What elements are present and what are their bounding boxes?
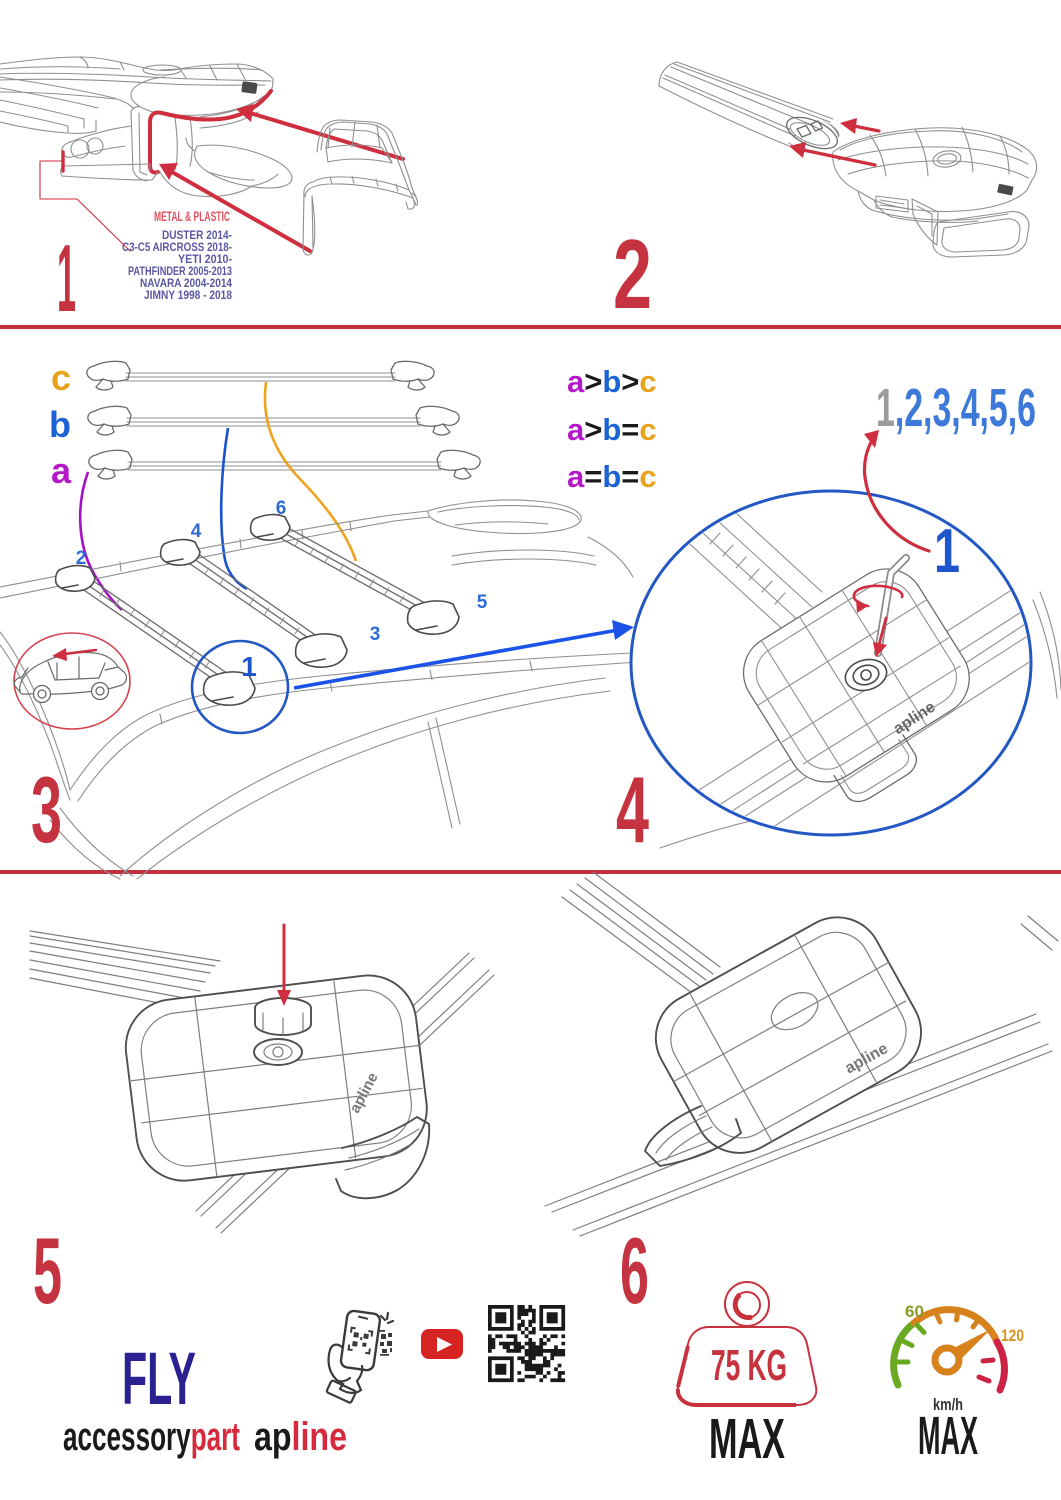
svg-text:3: 3 (31, 757, 62, 862)
svg-text:6: 6 (276, 498, 287, 519)
svg-text:1: 1 (241, 651, 257, 682)
svg-text:60: 60 (905, 1302, 924, 1321)
svg-text:MAX: MAX (709, 1407, 785, 1471)
svg-text:a: a (51, 450, 72, 491)
svg-text:2: 2 (76, 548, 87, 569)
svg-text:a>b=c: a>b=c (567, 412, 657, 447)
svg-text:km/h: km/h (933, 1395, 963, 1414)
svg-text:YETI 2010-: YETI 2010- (178, 252, 232, 266)
svg-text:MAX: MAX (918, 1406, 978, 1466)
svg-text:5: 5 (477, 592, 488, 613)
svg-text:NAVARA 2004-2014: NAVARA 2004-2014 (140, 276, 232, 290)
svg-text:120: 120 (1001, 1326, 1024, 1345)
svg-text:2: 2 (613, 219, 652, 329)
svg-text:1: 1 (934, 517, 960, 586)
svg-text:JIMNY 1998 - 2018: JIMNY 1998 - 2018 (144, 288, 232, 302)
svg-text:DUSTER 2014-: DUSTER 2014- (162, 228, 232, 242)
svg-text:75 KG: 75 KG (711, 1341, 787, 1390)
svg-text:METAL & PLASTIC: METAL & PLASTIC (154, 209, 230, 224)
svg-text:C3-C5 AIRCROSS 2018-: C3-C5 AIRCROSS 2018- (122, 240, 232, 254)
svg-text:4: 4 (191, 521, 202, 542)
svg-text:3: 3 (370, 624, 381, 645)
svg-text:PATHFINDER 2005-2013: PATHFINDER 2005-2013 (128, 264, 232, 278)
svg-text:1,2,3,4,5,6: 1,2,3,4,5,6 (876, 378, 1036, 438)
svg-text:a>b>c: a>b>c (567, 364, 657, 399)
svg-text:6: 6 (620, 1218, 649, 1323)
svg-text:accessorypartapline: accessorypartapline (63, 1415, 347, 1459)
svg-text:c: c (51, 357, 71, 398)
svg-text:b: b (49, 404, 71, 445)
svg-text:FLY: FLY (122, 1337, 196, 1420)
svg-text:a=b=c: a=b=c (567, 459, 657, 494)
svg-text:4: 4 (616, 757, 649, 862)
svg-text:1: 1 (57, 225, 76, 332)
svg-text:5: 5 (33, 1218, 62, 1323)
